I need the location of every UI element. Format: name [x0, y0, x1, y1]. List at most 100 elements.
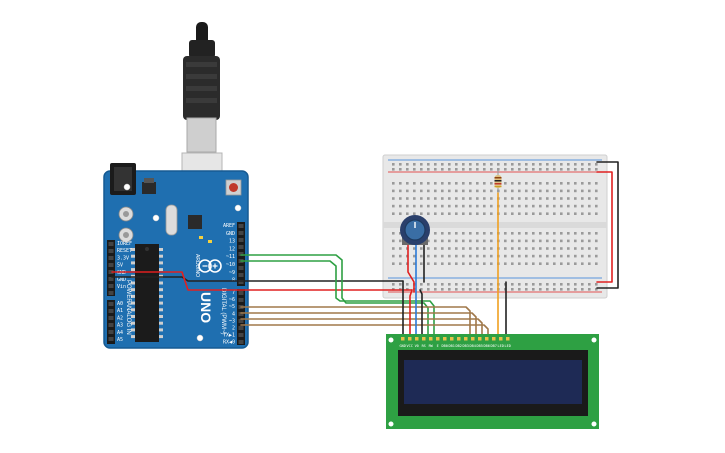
breadboard-hole[interactable] [469, 232, 472, 235]
breadboard-hole[interactable] [406, 189, 409, 193]
breadboard-hole[interactable] [525, 254, 528, 258]
breadboard-hole[interactable] [595, 204, 598, 208]
breadboard-hole[interactable] [581, 283, 584, 286]
header-socket[interactable] [108, 316, 114, 320]
lcd-pin[interactable] [408, 337, 412, 341]
breadboard-hole[interactable] [525, 168, 528, 171]
breadboard-hole[interactable] [455, 288, 458, 291]
breadboard-hole[interactable] [567, 262, 570, 265]
breadboard-hole[interactable] [518, 247, 521, 250]
breadboard-hole[interactable] [525, 189, 528, 193]
breadboard-hole[interactable] [441, 189, 444, 193]
breadboard-hole[interactable] [574, 239, 577, 243]
breadboard-hole[interactable] [469, 212, 472, 215]
header-socket[interactable] [108, 256, 114, 260]
breadboard-hole[interactable] [427, 247, 430, 250]
breadboard-hole[interactable] [553, 197, 556, 200]
breadboard-hole[interactable] [399, 189, 402, 193]
breadboard-hole[interactable] [518, 182, 521, 185]
breadboard-hole[interactable] [483, 204, 486, 208]
breadboard-hole[interactable] [546, 163, 549, 166]
breadboard-hole[interactable] [490, 168, 493, 171]
breadboard-hole[interactable] [441, 262, 444, 265]
breadboard-hole[interactable] [532, 283, 535, 286]
digital-header-bottom[interactable] [237, 289, 245, 345]
header-socket[interactable] [238, 326, 244, 330]
breadboard-hole[interactable] [434, 212, 437, 215]
breadboard-hole[interactable] [420, 163, 423, 166]
breadboard-hole[interactable] [539, 212, 542, 215]
breadboard-hole[interactable] [462, 204, 465, 208]
breadboard-hole[interactable] [560, 283, 563, 286]
breadboard-hole[interactable] [595, 239, 598, 243]
breadboard-hole[interactable] [455, 212, 458, 215]
reset-button[interactable] [225, 179, 242, 196]
breadboard-hole[interactable] [406, 283, 409, 286]
breadboard-hole[interactable] [553, 232, 556, 235]
breadboard-hole[interactable] [539, 283, 542, 286]
breadboard-hole[interactable] [588, 232, 591, 235]
breadboard-hole[interactable] [413, 212, 416, 215]
breadboard-hole[interactable] [518, 232, 521, 235]
breadboard-hole[interactable] [588, 197, 591, 200]
breadboard-hole[interactable] [574, 163, 577, 166]
breadboard-hole[interactable] [581, 189, 584, 193]
breadboard-hole[interactable] [441, 239, 444, 243]
breadboard-hole[interactable] [553, 254, 556, 258]
breadboard-hole[interactable] [455, 204, 458, 208]
breadboard-hole[interactable] [455, 239, 458, 243]
breadboard-hole[interactable] [588, 247, 591, 250]
header-socket[interactable] [108, 330, 114, 334]
lcd-pin[interactable] [492, 337, 496, 341]
breadboard-hole[interactable] [420, 247, 423, 250]
header-socket[interactable] [238, 266, 244, 270]
lcd-pin[interactable] [499, 337, 503, 341]
breadboard-hole[interactable] [595, 163, 598, 166]
breadboard-hole[interactable] [448, 189, 451, 193]
breadboard-hole[interactable] [525, 163, 528, 166]
header-socket[interactable] [108, 309, 114, 313]
breadboard-hole[interactable] [462, 189, 465, 193]
breadboard-hole[interactable] [511, 232, 514, 235]
breadboard-hole[interactable] [448, 239, 451, 243]
breadboard-hole[interactable] [399, 163, 402, 166]
header-socket[interactable] [108, 263, 114, 267]
breadboard-hole[interactable] [553, 189, 556, 193]
breadboard-hole[interactable] [539, 247, 542, 250]
breadboard-hole[interactable] [567, 212, 570, 215]
breadboard-hole[interactable] [427, 168, 430, 171]
breadboard-hole[interactable] [525, 239, 528, 243]
breadboard-hole[interactable] [546, 182, 549, 185]
lcd-pin[interactable] [471, 337, 475, 341]
breadboard-hole[interactable] [413, 197, 416, 200]
breadboard-hole[interactable] [469, 197, 472, 200]
breadboard-hole[interactable] [567, 197, 570, 200]
breadboard-hole[interactable] [539, 204, 542, 208]
breadboard-hole[interactable] [441, 254, 444, 258]
breadboard-hole[interactable] [560, 239, 563, 243]
breadboard-hole[interactable] [448, 163, 451, 166]
header-socket[interactable] [238, 238, 244, 242]
breadboard-hole[interactable] [588, 283, 591, 286]
breadboard-hole[interactable] [490, 197, 493, 200]
breadboard-hole[interactable] [476, 182, 479, 185]
lcd-pin[interactable] [436, 337, 440, 341]
breadboard-hole[interactable] [525, 247, 528, 250]
breadboard-hole[interactable] [420, 189, 423, 193]
breadboard-hole[interactable] [525, 197, 528, 200]
breadboard-hole[interactable] [462, 163, 465, 166]
breadboard-hole[interactable] [532, 262, 535, 265]
breadboard-hole[interactable] [497, 163, 500, 166]
breadboard-hole[interactable] [518, 204, 521, 208]
breadboard-hole[interactable] [427, 212, 430, 215]
breadboard-hole[interactable] [588, 288, 591, 291]
breadboard-hole[interactable] [448, 197, 451, 200]
header-socket[interactable] [238, 319, 244, 323]
breadboard-hole[interactable] [413, 182, 416, 185]
breadboard-hole[interactable] [511, 262, 514, 265]
breadboard-hole[interactable] [441, 163, 444, 166]
breadboard-hole[interactable] [399, 254, 402, 258]
breadboard-hole[interactable] [532, 182, 535, 185]
breadboard-hole[interactable] [588, 254, 591, 258]
breadboard-hole[interactable] [546, 232, 549, 235]
